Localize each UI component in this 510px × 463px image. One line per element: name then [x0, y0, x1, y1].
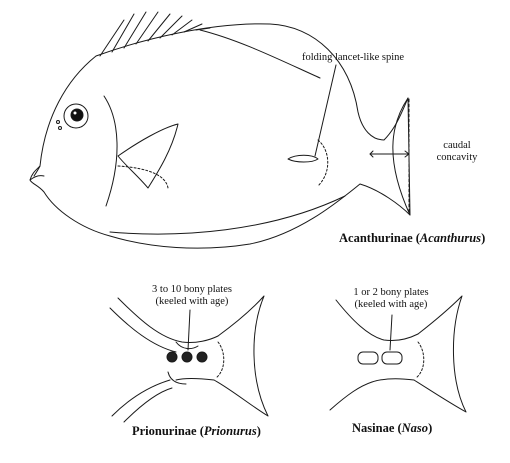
nasinae-genus: Naso	[401, 421, 429, 435]
acanthurinae-name: Acanthurinae (	[339, 231, 420, 245]
prionurinae-close: )	[256, 424, 261, 438]
spine-label: folding lancet-like spine	[302, 52, 405, 63]
acanthurinae-close: )	[481, 231, 486, 245]
prionurus-pointer	[187, 309, 191, 351]
nasinae-name: Nasinae (	[352, 421, 402, 435]
naso-plates-line2: (keeled with age)	[354, 299, 428, 311]
acanthurinae-caption: Acanthurinae (Acanthurus)	[339, 231, 485, 245]
prionurinae-genus: Prionurus	[203, 424, 257, 438]
prionurinae-name: Prionurinae (	[132, 424, 204, 438]
caudal-label: caudal concavity	[430, 140, 484, 164]
naso-tail-outline	[329, 295, 467, 413]
nasinae-close: )	[428, 421, 433, 435]
caudal-label-line2: concavity	[436, 152, 478, 164]
nasinae-caption: Nasinae (Naso)	[352, 421, 432, 435]
prionurus-plates-line2: (keeled with age)	[155, 296, 229, 308]
spine-pointer-line	[314, 64, 337, 157]
naso-pointer	[389, 314, 393, 351]
naso-plates-label: 1 or 2 bony plates (keeled with age)	[351, 287, 431, 311]
prionurus-plates-label: 3 to 10 bony plates (keeled with age)	[152, 284, 232, 308]
naso-plates-line1: 1 or 2 bony plates	[353, 287, 429, 298]
acanthurus-fish-outline	[29, 11, 411, 249]
prionurus-plates-line1: 3 to 10 bony plates	[152, 284, 232, 295]
caudal-label-line1: caudal	[443, 140, 471, 151]
prionurus-tail-outline	[109, 295, 269, 423]
acanthurinae-genus: Acanthurus	[419, 231, 482, 245]
prionurinae-caption: Prionurinae (Prionurus)	[132, 424, 261, 438]
